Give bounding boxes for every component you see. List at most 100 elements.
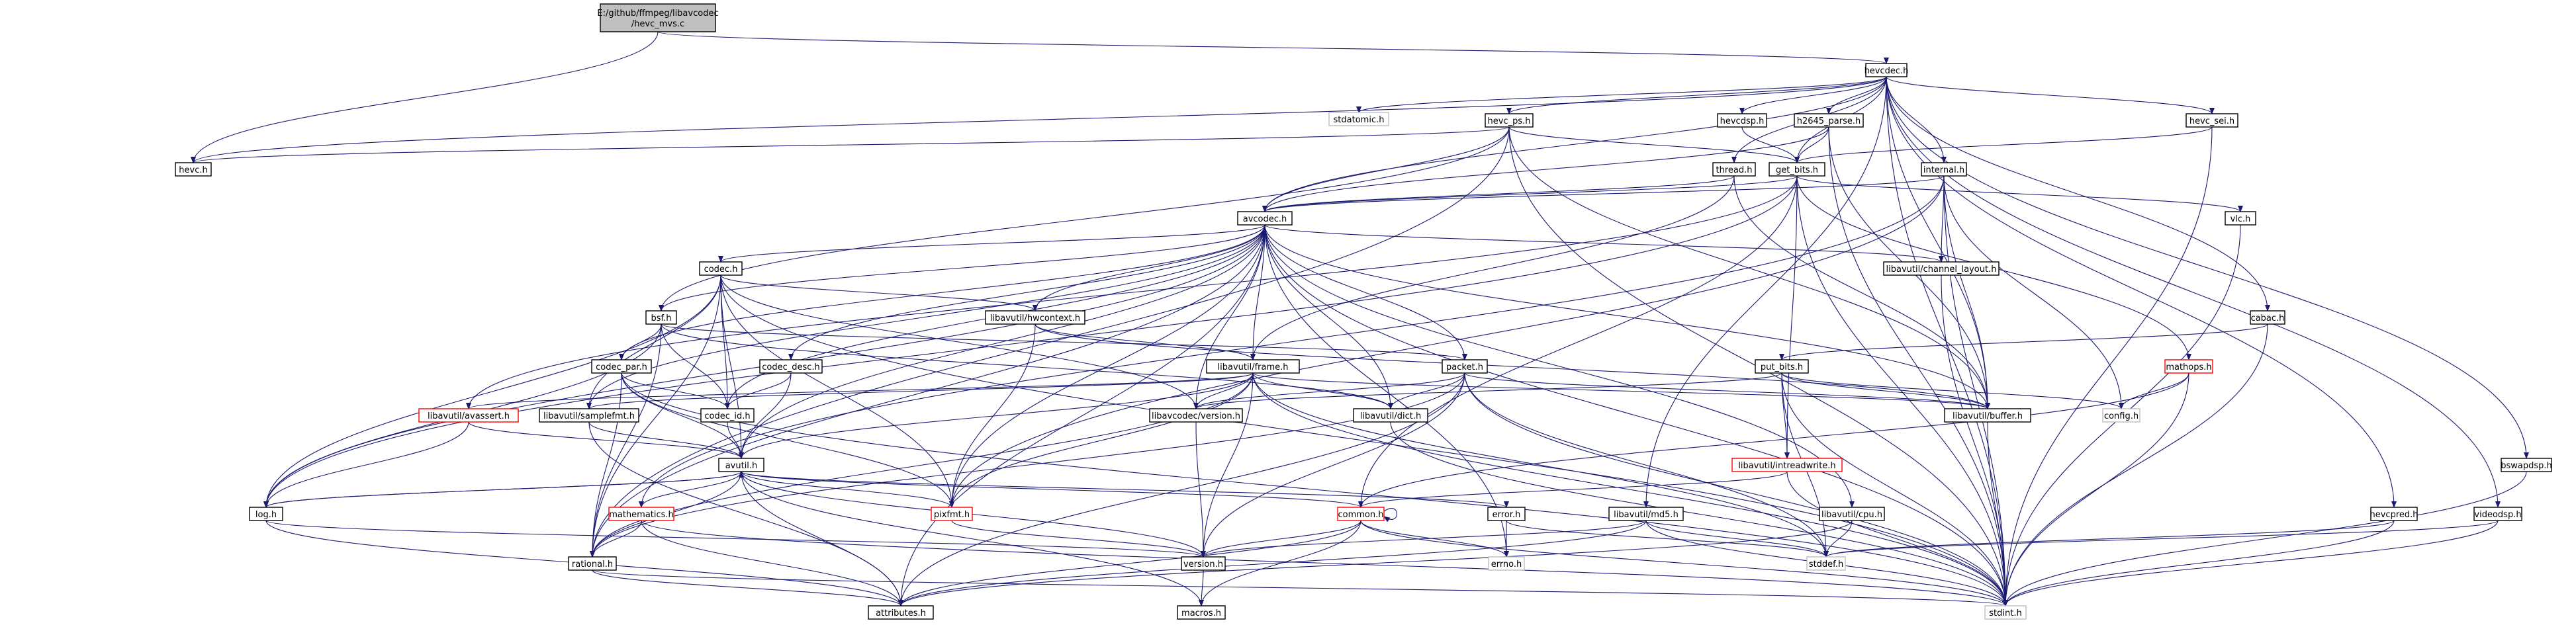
edge-avcodec-to-packet [1264, 224, 1467, 360]
edge-avcodec-to-frame [1250, 224, 1265, 360]
node-label-stddef: stddef.h [1809, 560, 1843, 569]
edge-hevc_ps-to-bsf [659, 126, 1510, 312]
node-box-bswapdsp [2501, 458, 2552, 472]
node-box-stddef [1806, 556, 1846, 571]
edge-codec-to-avcodec_version [720, 274, 1199, 409]
node-pixfmt[interactable]: pixfmt.h [931, 507, 973, 521]
node-box-hevcpred [2370, 507, 2418, 521]
node-hevc[interactable]: hevc.h [175, 162, 212, 177]
node-internal[interactable]: internal.h [1921, 162, 1967, 177]
edge-packet-to-stddef [1464, 372, 1829, 558]
node-error[interactable]: error.h [1487, 507, 1526, 521]
node-avcodec[interactable]: avcodec.h [1237, 211, 1293, 226]
node-mathematics[interactable]: mathematics.h [608, 507, 674, 521]
edge-codec-to-avutil [720, 274, 744, 459]
node-get_bits[interactable]: get_bits.h [1769, 162, 1825, 177]
edge-codec_desc-to-avutil [739, 372, 792, 459]
edge-codec_par-to-codec_id [621, 372, 730, 409]
node-thread[interactable]: thread.h [1712, 162, 1756, 177]
node-samplefmt[interactable]: libavutil/samplefmt.h [539, 408, 639, 423]
edge-cpu-to-attributes [898, 520, 1853, 606]
node-box-hevc [175, 162, 212, 177]
node-log[interactable]: log.h [249, 507, 283, 521]
edge-hevcdec-to-hevcpred [1886, 76, 2397, 508]
node-version[interactable]: version.h [1181, 556, 1226, 571]
node-avcodec_version[interactable]: libavcodec/version.h [1149, 408, 1243, 423]
node-frame[interactable]: libavutil/frame.h [1206, 359, 1300, 374]
edge-hevcpred-to-stdint [2003, 520, 2395, 606]
node-attributes[interactable]: attributes.h [868, 605, 934, 620]
node-box-avcodec_version [1149, 408, 1243, 423]
node-hwcontext[interactable]: libavutil/hwcontext.h [985, 310, 1085, 325]
edge-thread-to-buffer [1733, 175, 1990, 409]
edge-mathematics-to-attributes [641, 520, 903, 606]
node-codec[interactable]: codec.h [699, 261, 743, 276]
edge-hevcdec-to-avcodec [1262, 76, 1887, 212]
node-box-mathematics [608, 507, 674, 521]
node-md5[interactable]: libavutil/md5.h [1608, 507, 1684, 521]
edge-get_bits-to-log [263, 175, 1798, 508]
edge-log-to-avutil [265, 471, 744, 508]
node-codec_par[interactable]: codec_par.h [591, 359, 652, 374]
dependency-edges [191, 31, 2529, 606]
edge-frame-to-samplefmt [586, 372, 1254, 409]
edge-frame-to-dict [1252, 372, 1393, 409]
node-bswapdsp[interactable]: bswapdsp.h [2501, 458, 2552, 472]
node-rational[interactable]: rational.h [568, 556, 617, 571]
node-box-h2645_parse [1794, 113, 1864, 128]
edge-bsf-to-rational [590, 323, 662, 558]
edge-avcodec-to-bsf [659, 224, 1265, 312]
edge-internal-to-pixfmt [949, 175, 1945, 508]
node-macros[interactable]: macros.h [1177, 605, 1226, 620]
edge-frame-to-rational [590, 372, 1254, 558]
node-h2645_parse[interactable]: h2645_parse.h [1794, 113, 1864, 128]
node-label-internal: internal.h [1923, 165, 1964, 175]
node-label-config: config.h [2104, 411, 2139, 421]
node-bsf[interactable]: bsf.h [645, 310, 677, 325]
node-root[interactable]: E:/github/ffmpeg/libavcodec/hevc_mvs.c [597, 3, 719, 32]
edge-bswapdsp-to-stdint [2003, 471, 2527, 606]
node-mathops[interactable]: mathops.h [2164, 359, 2213, 374]
node-stdint: stdint.h [1984, 605, 2027, 620]
edge-common-to-attributes [898, 520, 1361, 606]
edge-avutil-to-mathematics [639, 471, 742, 508]
edge-common-to-version [1201, 520, 1361, 558]
node-hevcdsp[interactable]: hevcdsp.h [1717, 113, 1767, 128]
node-box-vlc [2225, 211, 2256, 226]
edge-avcodec-to-codec_desc [788, 224, 1265, 360]
node-buffer[interactable]: libavutil/buffer.h [1944, 408, 2031, 423]
edge-avcodec-to-hwcontext [1033, 224, 1265, 312]
edge-common-to-macros [1199, 520, 1361, 606]
node-hevc_sei[interactable]: hevc_sei.h [2185, 113, 2238, 128]
edge-rational-to-stdint [592, 569, 2008, 606]
edge-thread-to-avcodec [1262, 175, 1735, 212]
node-hevcdec[interactable]: hevcdec.h [1864, 63, 1909, 77]
node-cpu[interactable]: libavutil/cpu.h [1819, 507, 1885, 521]
node-stddef: stddef.h [1806, 556, 1846, 571]
node-avassert[interactable]: libavutil/avassert.h [418, 408, 519, 423]
node-videodsp[interactable]: videodsp.h [2473, 507, 2522, 521]
node-common[interactable]: common.h [1337, 507, 1385, 521]
node-hevcpred[interactable]: hevcpred.h [2369, 507, 2418, 521]
node-label-avassert: libavutil/avassert.h [428, 411, 510, 421]
edge-internal-to-avcodec [1262, 175, 1945, 212]
node-dict[interactable]: libavutil/dict.h [1353, 408, 1428, 423]
node-channel_layout[interactable]: libavutil/channel_layout.h [1883, 261, 2000, 276]
node-box-channel_layout [1883, 261, 2000, 276]
node-codec_desc[interactable]: codec_desc.h [759, 359, 823, 374]
node-avutil[interactable]: avutil.h [718, 458, 764, 472]
edge-root-to-hevcdec [657, 31, 1889, 64]
edge-frame-to-avassert [466, 372, 1254, 409]
node-codec_id[interactable]: codec_id.h [700, 408, 755, 423]
node-vlc[interactable]: vlc.h [2225, 211, 2256, 226]
edge-h2645_parse-to-stdint [1828, 126, 2008, 606]
node-packet[interactable]: packet.h [1442, 359, 1488, 374]
node-cabac[interactable]: cabac.h [2250, 310, 2285, 325]
edge-hevcdec-to-cabac [1886, 76, 2270, 312]
edge-hevcdsp-to-get_bits [1741, 126, 1800, 163]
node-label-cabac: cabac.h [2251, 314, 2285, 323]
node-put_bits[interactable]: put_bits.h [1755, 359, 1809, 374]
node-intreadwrite[interactable]: libavutil/intreadwrite.h [1731, 458, 1843, 472]
node-hevc_ps[interactable]: hevc_ps.h [1485, 113, 1534, 128]
node-box-config [2102, 408, 2140, 423]
